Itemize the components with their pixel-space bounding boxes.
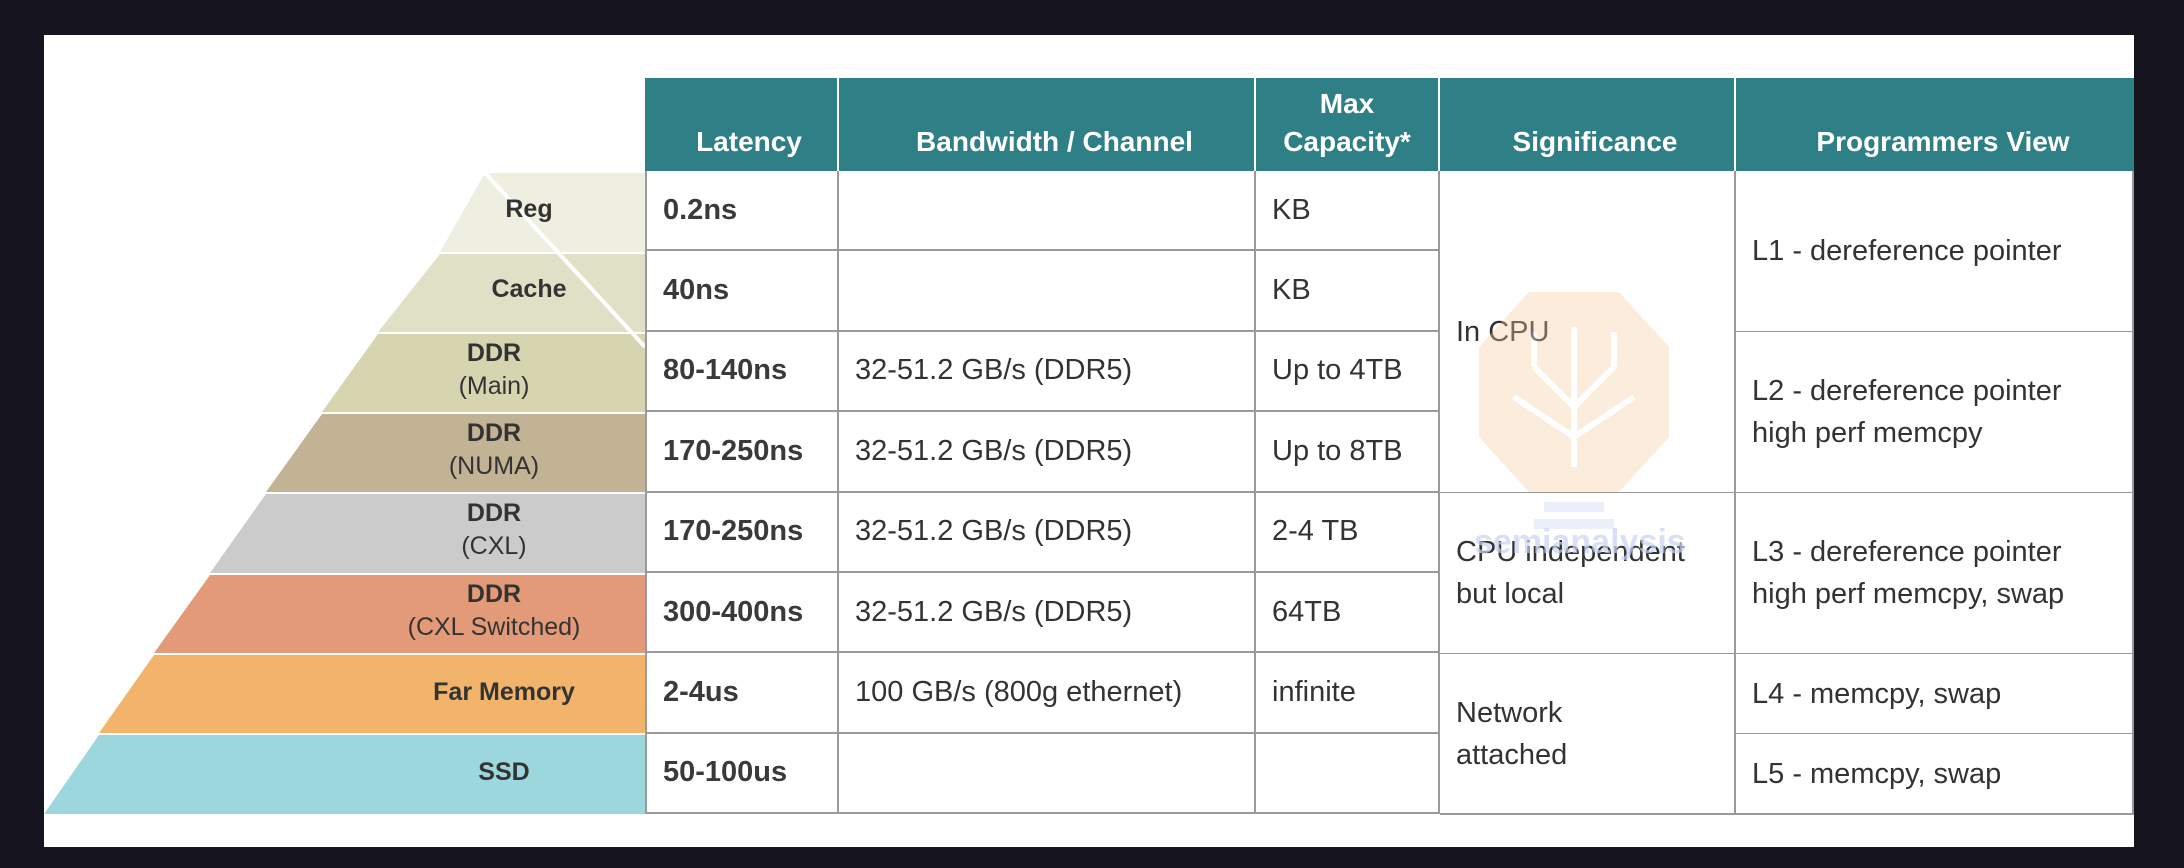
- memory-hierarchy-table: Latency Bandwidth / Channel Max Capacity…: [645, 78, 2134, 815]
- bandwidth-cell: [839, 251, 1256, 332]
- latency-cell: 170-250ns: [645, 492, 839, 573]
- programmers-view-l1: L1 - dereference pointer: [1736, 171, 2134, 333]
- table-row: 80-140ns 32-51.2 GB/s (DDR5) Up to 4TB: [645, 331, 2134, 413]
- bandwidth-cell: 32-51.2 GB/s (DDR5): [839, 331, 1256, 413]
- bandwidth-cell: [839, 733, 1256, 815]
- capacity-cell: 2-4 TB: [1256, 492, 1440, 573]
- capacity-cell: 64TB: [1256, 572, 1440, 654]
- significance-in-cpu: In CPU: [1440, 171, 1736, 494]
- tier-label-ddr-numa: DDR(NUMA): [448, 419, 540, 480]
- tier-label-cache: Cache: [491, 275, 567, 303]
- latency-cell: 0.2ns: [645, 171, 839, 252]
- pyramid-tier-ddr-main: [322, 334, 645, 412]
- capacity-cell: Up to 8TB: [1256, 412, 1440, 493]
- latency-cell: 2-4us: [645, 653, 839, 734]
- tier-label-ddr-cxl-switched: DDR(CXL Switched): [407, 580, 581, 641]
- capacity-cell: [1256, 733, 1440, 815]
- bandwidth-cell: 32-51.2 GB/s (DDR5): [839, 572, 1256, 654]
- bandwidth-cell: 32-51.2 GB/s (DDR5): [839, 492, 1256, 573]
- pyramid-tier-ddr-numa: [266, 414, 645, 492]
- capacity-cell: infinite: [1256, 653, 1440, 734]
- watermark-logo-icon: [1479, 292, 1669, 529]
- latency-cell: 170-250ns: [645, 412, 839, 493]
- latency-cell: 300-400ns: [645, 572, 839, 654]
- bandwidth-cell: 100 GB/s (800g ethernet): [839, 653, 1256, 734]
- tier-label-ssd: SSD: [478, 758, 530, 786]
- header-bandwidth: Bandwidth / Channel: [839, 78, 1256, 171]
- capacity-cell: KB: [1256, 171, 1440, 252]
- bandwidth-cell: [839, 171, 1256, 252]
- programmers-view-l5: L5 - memcpy, swap: [1736, 734, 2134, 815]
- slide: Reg Cache DDR(Main) DDR(NUMA) DDR(CXL) D…: [44, 35, 2134, 847]
- header-max-capacity: Max Capacity*: [1256, 78, 1440, 171]
- latency-cell: 40ns: [645, 251, 839, 332]
- programmers-view-l4: L4 - memcpy, swap: [1736, 654, 2134, 735]
- pyramid-tier-reg: [440, 173, 645, 252]
- pyramid-tier-ddr-cxl-switched: [154, 575, 645, 653]
- bandwidth-cell: 32-51.2 GB/s (DDR5): [839, 412, 1256, 493]
- tier-label-reg: Reg: [505, 195, 553, 223]
- pyramid-tier-ssd: [44, 735, 645, 814]
- header-capacity-line1: Max: [1319, 88, 1375, 119]
- capacity-cell: Up to 4TB: [1256, 331, 1440, 413]
- header-programmers-view: Programmers View: [1816, 126, 2070, 157]
- tier-label-far-memory: Far Memory: [433, 678, 575, 706]
- header-significance: Significance: [1440, 78, 1736, 171]
- header-capacity-line2: Capacity*: [1283, 126, 1411, 157]
- tier-label-ddr-main: DDR(Main): [458, 339, 530, 400]
- memory-pyramid: [44, 171, 645, 814]
- watermark-text: semianalysis: [1474, 523, 1686, 561]
- capacity-cell: KB: [1256, 251, 1440, 332]
- latency-cell: 50-100us: [645, 733, 839, 815]
- header-latency: Latency: [645, 78, 839, 171]
- tier-label-ddr-cxl: DDR(CXL): [461, 499, 527, 560]
- latency-cell: 80-140ns: [645, 331, 839, 413]
- pyramid-tier-ddr-cxl: [210, 494, 645, 573]
- pyramid-diagonal: [483, 171, 645, 349]
- table-row: 170-250ns 32-51.2 GB/s (DDR5) 2-4 TB: [645, 492, 2134, 573]
- pyramid-tier-far-memory: [99, 655, 645, 733]
- table-header-row: Latency Bandwidth / Channel Max Capacity…: [645, 78, 2134, 171]
